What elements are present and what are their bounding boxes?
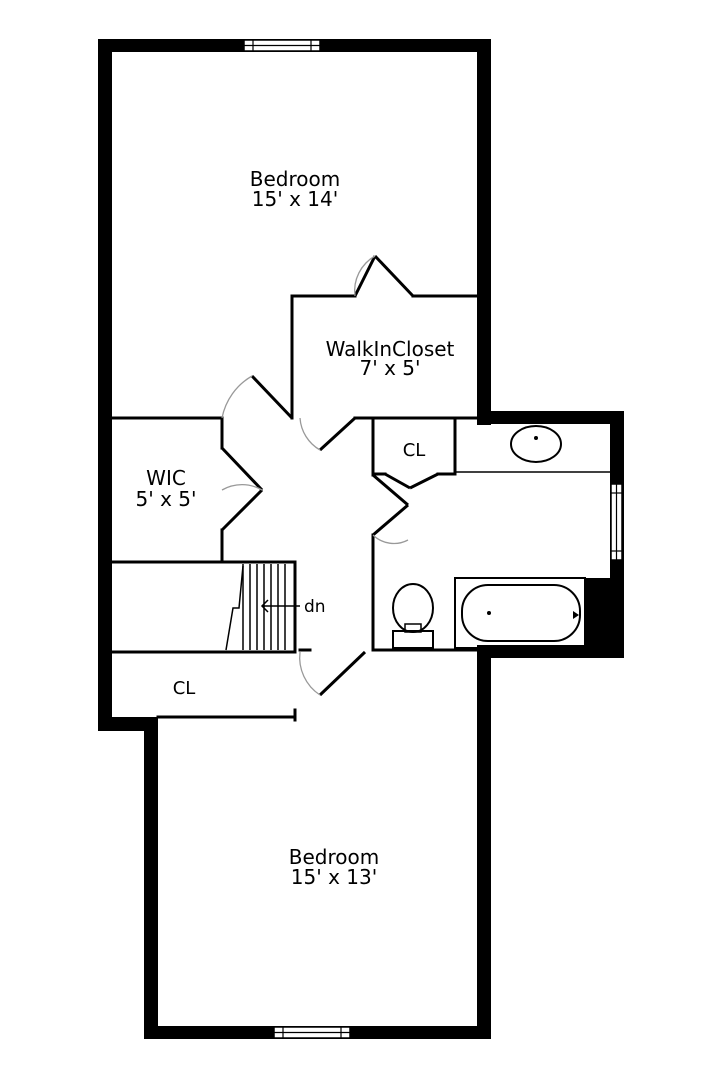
exterior-walls	[98, 39, 624, 1039]
stair-direction-label: dn	[304, 597, 326, 617]
hall-closet-label: CL	[173, 678, 196, 699]
walk-in-closet-name: WalkInCloset	[326, 337, 455, 361]
window-top	[243, 39, 321, 52]
bathtub-icon	[454, 577, 586, 649]
walk-in-closet-size: 7' x 5'	[360, 356, 421, 380]
bedroom-top-name: Bedroom	[250, 167, 340, 191]
interior-walls	[110, 294, 479, 722]
toilet-icon	[392, 583, 434, 649]
wic-name: WIC	[146, 466, 186, 490]
bathroom-fixtures	[392, 425, 610, 649]
window-bottom	[273, 1026, 351, 1039]
window-bath	[610, 483, 623, 561]
stairs: dn	[225, 564, 326, 651]
bedroom-top-size: 15' x 14'	[252, 187, 338, 211]
wic-size: 5' x 5'	[136, 487, 197, 511]
room-labels: Bedroom 15' x 14' WalkInCloset 7' x 5' W…	[136, 167, 455, 889]
doors	[220, 254, 439, 697]
bedroom-bottom-size: 15' x 13'	[291, 865, 377, 889]
bedroom-bottom-name: Bedroom	[289, 845, 379, 869]
sink-icon	[510, 425, 562, 463]
bath-closet-label: CL	[403, 440, 426, 461]
